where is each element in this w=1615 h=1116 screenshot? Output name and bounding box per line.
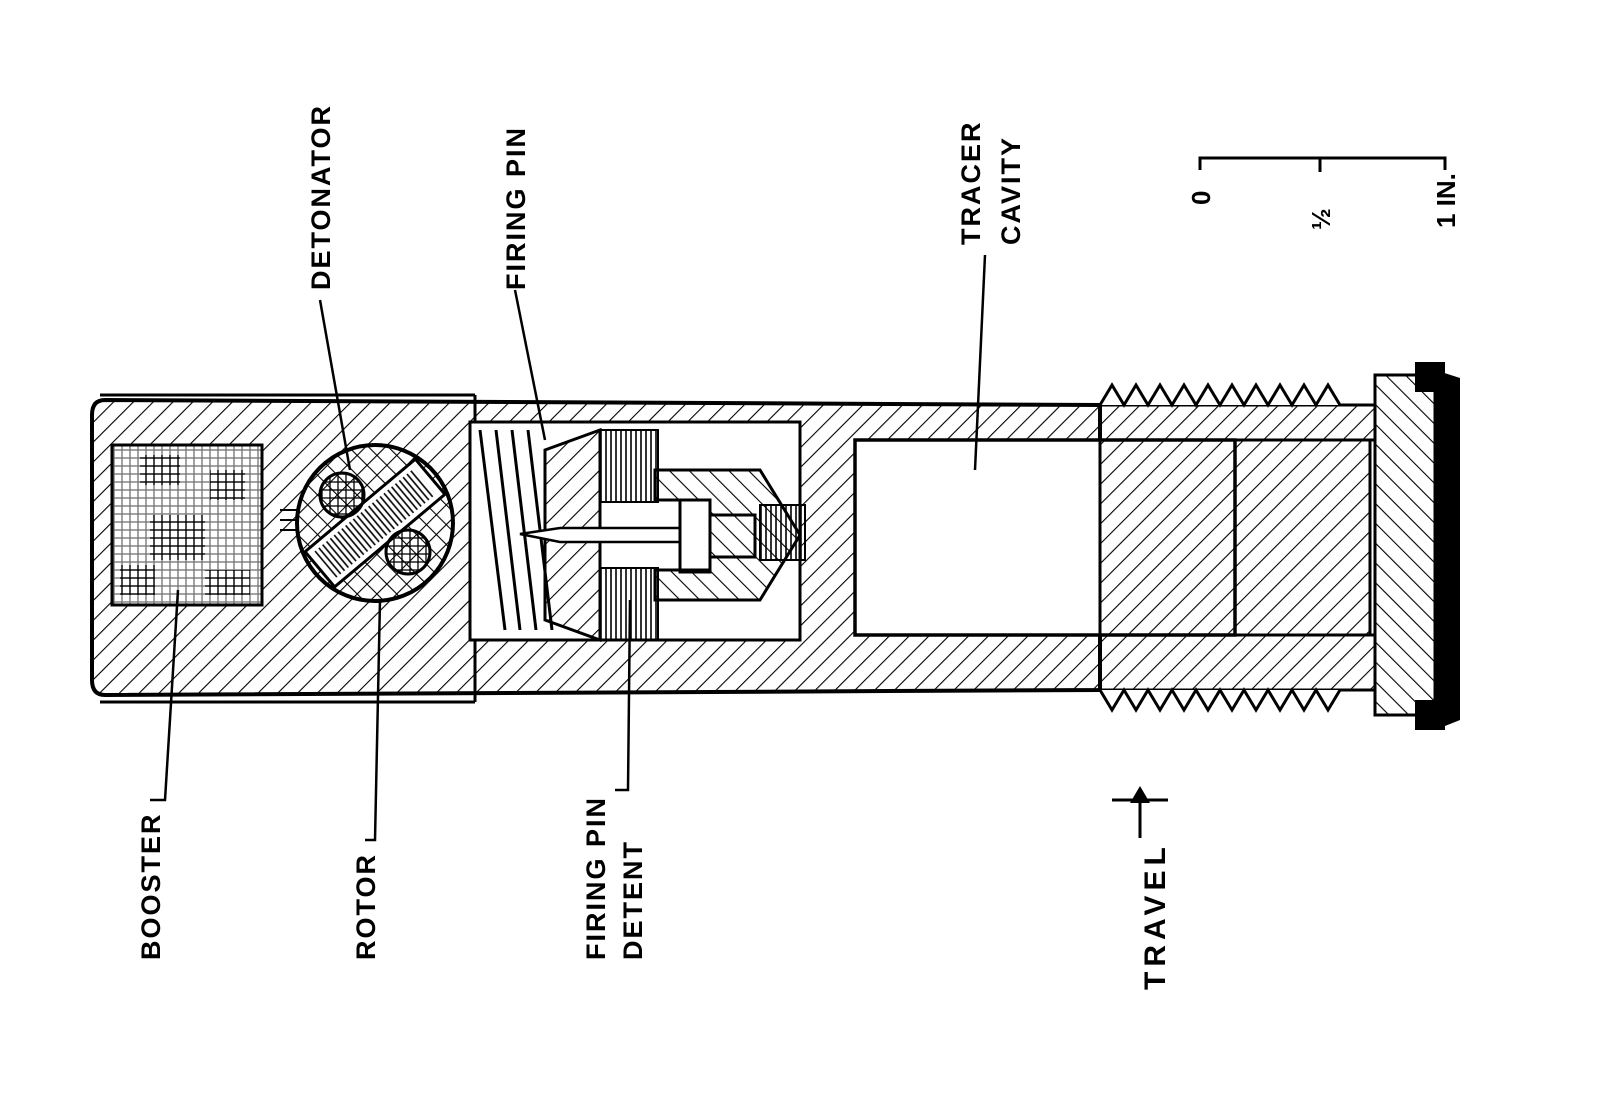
scale-half: ½ [1306,208,1336,230]
label-tracer-cavity-line1: TRACER [956,121,986,246]
label-detonator: DETONATOR [306,104,336,290]
detonator-element [318,471,366,519]
leader-lines [150,254,987,842]
label-firing-pin: FIRING PIN [501,126,531,290]
label-firing-pin-detent-line1: FIRING PIN [581,796,611,960]
label-firing-pin-detent-line2: DETENT [618,840,648,960]
firing-pin-assembly [468,420,806,643]
threaded-base [1098,362,1460,730]
booster-charge [110,443,264,607]
label-rotor: ROTOR [351,853,381,960]
travel-arrow [1112,786,1168,838]
label-booster: BOOSTER [136,812,166,960]
label-tracer-cavity-line2: CAVITY [996,136,1026,245]
label-travel: TRAVEL [1139,842,1172,990]
labels: BOOSTER ROTOR DETONATOR FIRING PIN FIRIN… [136,104,1172,990]
scale-zero: 0 [1186,191,1216,205]
rotor [280,443,455,603]
scale-one-inch: 1 IN. [1431,173,1461,228]
scale-bar: 0 ½ 1 IN. [1186,156,1461,230]
